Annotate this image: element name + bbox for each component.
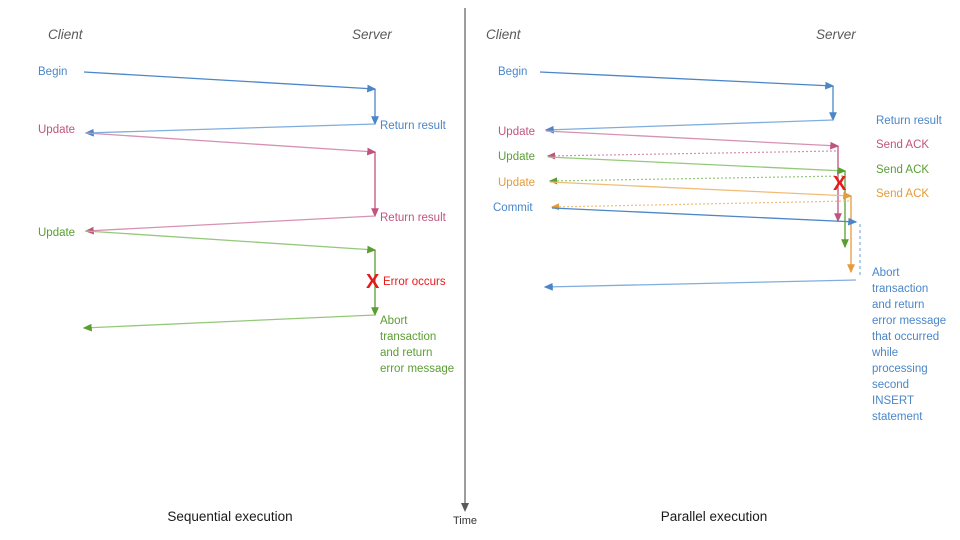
caption-parallel: Parallel execution	[661, 509, 768, 524]
arrow-send-ack-1	[546, 150, 837, 160]
abort-message-parallel-line-9: INSERT	[872, 395, 914, 407]
arrow-update-1-request	[85, 132, 377, 156]
label-client-update-2-parallel: Update	[498, 151, 535, 163]
error-x-icon: X	[366, 271, 380, 293]
time-axis-label: Time	[453, 515, 477, 527]
abort-message-line-1: Abort	[380, 315, 408, 327]
label-error-occurs: Error occurs	[383, 276, 446, 288]
abort-message-parallel-line-10: statement	[872, 411, 923, 423]
abort-message-parallel-line-4: error message	[872, 315, 946, 327]
arrow-commit-request	[551, 207, 858, 226]
lane-title-client: Client	[48, 27, 84, 42]
label-client-update-1-parallel: Update	[498, 126, 535, 138]
caption-sequential: Sequential execution	[167, 509, 292, 524]
label-client-begin-parallel: Begin	[498, 66, 527, 78]
abort-message-parallel-line-7: processing	[872, 363, 928, 375]
panel-parallel: Client Server	[486, 27, 946, 524]
label-server-send-ack-3: Send ACK	[876, 188, 929, 200]
label-client-commit: Commit	[493, 202, 533, 214]
arrow-return-result-2	[84, 215, 376, 235]
arrow-return-result-parallel	[544, 119, 834, 134]
abort-message-parallel-line-8: second	[872, 379, 909, 391]
lane-title-client-parallel: Client	[486, 27, 522, 42]
abort-message-line-3: and return	[380, 347, 432, 359]
label-client-update-1: Update	[38, 124, 75, 136]
label-server-send-ack-2: Send ACK	[876, 164, 929, 176]
abort-message-parallel-line-6: while	[871, 347, 898, 359]
arrow-return-result-1	[84, 123, 376, 137]
arrow-update-2-request-parallel	[547, 156, 847, 175]
label-client-update-3-parallel: Update	[498, 177, 535, 189]
arrow-begin-request	[83, 71, 377, 93]
arrow-send-ack-2	[548, 175, 844, 185]
label-server-return-result-parallel: Return result	[876, 115, 943, 127]
label-server-return-result-1: Return result	[380, 120, 447, 132]
abort-message-parallel-line-1: Abort	[872, 267, 900, 279]
lane-title-server-parallel: Server	[816, 27, 856, 42]
label-client-begin: Begin	[38, 66, 67, 78]
label-server-return-result-2: Return result	[380, 212, 447, 224]
arrow-update-3-request-parallel	[549, 181, 853, 200]
arrow-send-ack-3	[550, 200, 850, 211]
arrow-abort-response-parallel	[543, 279, 857, 291]
label-server-send-ack-1: Send ACK	[876, 139, 929, 151]
lane-title-server: Server	[352, 27, 392, 42]
abort-message-parallel-line-5: that occurred	[872, 331, 939, 343]
arrow-begin-request-parallel	[539, 71, 835, 90]
arrow-update-1-request-parallel	[545, 130, 840, 150]
abort-message-parallel-line-3: and return	[872, 299, 924, 311]
abort-message-line-4: error message	[380, 363, 454, 375]
abort-message-line-2: transaction	[380, 331, 436, 343]
arrow-abort-response	[82, 314, 376, 332]
arrow-update-2-request	[85, 230, 377, 254]
label-client-update-2: Update	[38, 227, 75, 239]
panel-sequential: Client Server Begin Update Update Return…	[38, 27, 454, 524]
abort-message-parallel-line-2: transaction	[872, 283, 928, 295]
error-x-icon-parallel: X	[833, 173, 847, 195]
time-arrowhead	[461, 503, 469, 512]
